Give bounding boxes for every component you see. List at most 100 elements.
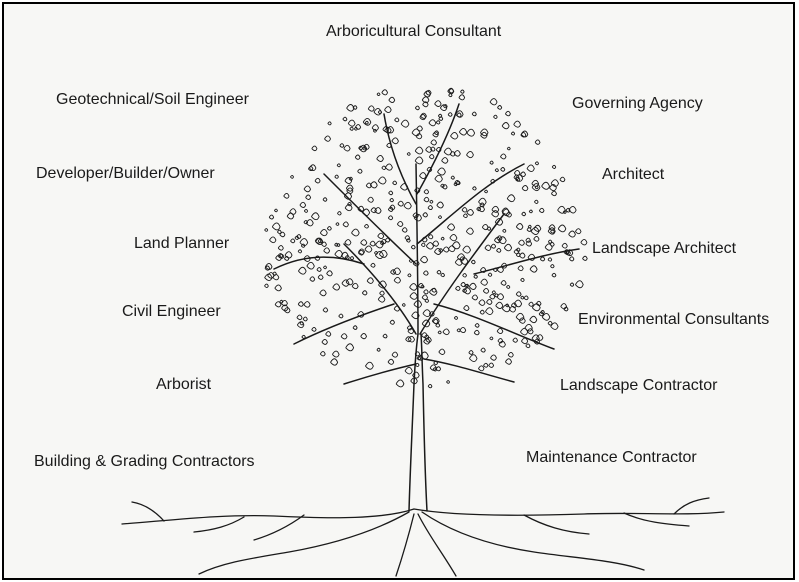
leaf-cluster bbox=[490, 354, 497, 361]
leaf-cluster bbox=[324, 135, 331, 142]
leaf-cluster bbox=[422, 309, 432, 318]
leaf-cluster bbox=[490, 178, 496, 184]
leaf-cluster bbox=[367, 196, 374, 203]
leaf-cluster bbox=[378, 249, 388, 258]
leaf-cluster bbox=[503, 243, 513, 252]
leaf-cluster bbox=[407, 335, 415, 343]
leaf-cluster bbox=[533, 338, 541, 345]
leaf-cluster bbox=[377, 295, 386, 303]
leaf-cluster bbox=[529, 315, 538, 324]
leaf-cluster bbox=[311, 145, 318, 152]
leaf-cluster bbox=[488, 362, 495, 368]
leaf-cluster bbox=[469, 354, 478, 362]
leaf-cluster bbox=[274, 284, 282, 292]
leaf-cluster bbox=[413, 300, 423, 308]
leaf-cluster bbox=[296, 234, 302, 239]
leaf-cluster bbox=[505, 110, 511, 117]
leaf-cluster bbox=[264, 263, 273, 270]
leaf-cluster bbox=[362, 208, 371, 216]
leaf-cluster bbox=[565, 207, 571, 213]
leaf-cluster bbox=[363, 143, 370, 150]
leaf-cluster bbox=[526, 164, 535, 172]
leaf-cluster bbox=[357, 168, 363, 174]
leaf-cluster bbox=[342, 116, 348, 122]
leaf-cluster bbox=[409, 283, 418, 291]
leaf-cluster bbox=[462, 273, 467, 278]
leaf-cluster bbox=[303, 185, 311, 193]
tree-trunk bbox=[273, 103, 580, 512]
leaf-cluster bbox=[480, 128, 489, 137]
leaf-cluster bbox=[296, 314, 303, 321]
leaf-cluster bbox=[550, 264, 555, 269]
leaf-cluster bbox=[539, 256, 546, 262]
leaf-cluster bbox=[422, 212, 428, 218]
leaf-cluster bbox=[440, 272, 445, 278]
leaf-cluster bbox=[365, 361, 374, 370]
leaf-cluster bbox=[438, 248, 444, 253]
leaf-cluster bbox=[455, 180, 461, 186]
leaf-cluster bbox=[344, 177, 353, 185]
leaf-cluster bbox=[515, 177, 521, 182]
leaf-cluster bbox=[432, 318, 439, 325]
leaf-cluster bbox=[565, 249, 574, 257]
leaf-cluster bbox=[414, 105, 420, 111]
leaf-cluster bbox=[538, 207, 545, 213]
leaf-cluster bbox=[478, 197, 487, 206]
leaf-cluster bbox=[557, 224, 567, 233]
leaf-cluster bbox=[414, 351, 421, 357]
leaf-cluster bbox=[490, 243, 497, 249]
leaf-cluster bbox=[527, 224, 532, 229]
leaf-cluster bbox=[311, 326, 317, 332]
leaf-cluster bbox=[316, 267, 322, 272]
leaf-cluster bbox=[434, 100, 442, 107]
leaf-cluster bbox=[549, 184, 557, 192]
leaf-cluster bbox=[529, 265, 538, 273]
leaf-cluster bbox=[405, 336, 412, 343]
leaf-cluster bbox=[568, 230, 576, 238]
leaf-cluster bbox=[486, 299, 493, 305]
leaf-cluster bbox=[526, 328, 534, 335]
leaf-cluster bbox=[418, 282, 424, 289]
leaf-cluster bbox=[347, 201, 352, 207]
leaf-cluster bbox=[345, 184, 354, 192]
leaf-cluster bbox=[437, 167, 446, 176]
leaf-cluster bbox=[502, 228, 507, 233]
leaf-cluster bbox=[348, 176, 353, 181]
leaf-cluster bbox=[489, 336, 494, 341]
leaf-cluster bbox=[364, 245, 373, 253]
leaf-cluster bbox=[349, 126, 354, 131]
leaf-cluster bbox=[362, 117, 372, 126]
leaf-cluster bbox=[496, 266, 504, 273]
leaf-cluster bbox=[427, 234, 434, 240]
leaf-cluster bbox=[527, 253, 536, 261]
leaf-cluster bbox=[321, 241, 327, 247]
leaf-cluster bbox=[319, 289, 327, 297]
leaf-cluster bbox=[416, 356, 422, 361]
leaf-cluster bbox=[505, 358, 512, 365]
leaf-cluster bbox=[580, 239, 588, 246]
leaf-cluster bbox=[326, 270, 333, 277]
role-architect: Architect bbox=[602, 166, 665, 183]
leaf-cluster bbox=[519, 252, 526, 259]
leaf-cluster bbox=[327, 121, 332, 126]
leaf-cluster bbox=[389, 198, 394, 203]
leaf-cluster bbox=[407, 328, 415, 334]
leaf-cluster bbox=[308, 166, 314, 172]
leaf-cluster bbox=[290, 238, 296, 244]
leaf-cluster bbox=[347, 119, 356, 127]
leaf-cluster bbox=[334, 249, 344, 258]
leaf-cluster bbox=[498, 340, 506, 348]
leaf-cluster bbox=[446, 380, 450, 384]
leaf-cluster bbox=[279, 231, 286, 238]
leaf-cluster bbox=[370, 262, 376, 268]
leaf-cluster bbox=[548, 224, 556, 231]
leaf-cluster bbox=[450, 175, 455, 180]
leaf-cluster bbox=[484, 189, 488, 194]
leaf-cluster bbox=[376, 92, 381, 97]
leaf-cluster bbox=[521, 211, 527, 217]
leaf-cluster bbox=[480, 347, 486, 353]
leaf-cluster bbox=[525, 240, 533, 247]
leaf-cluster bbox=[547, 227, 556, 235]
leaf-cluster bbox=[389, 319, 395, 325]
leaf-cluster bbox=[507, 351, 514, 358]
